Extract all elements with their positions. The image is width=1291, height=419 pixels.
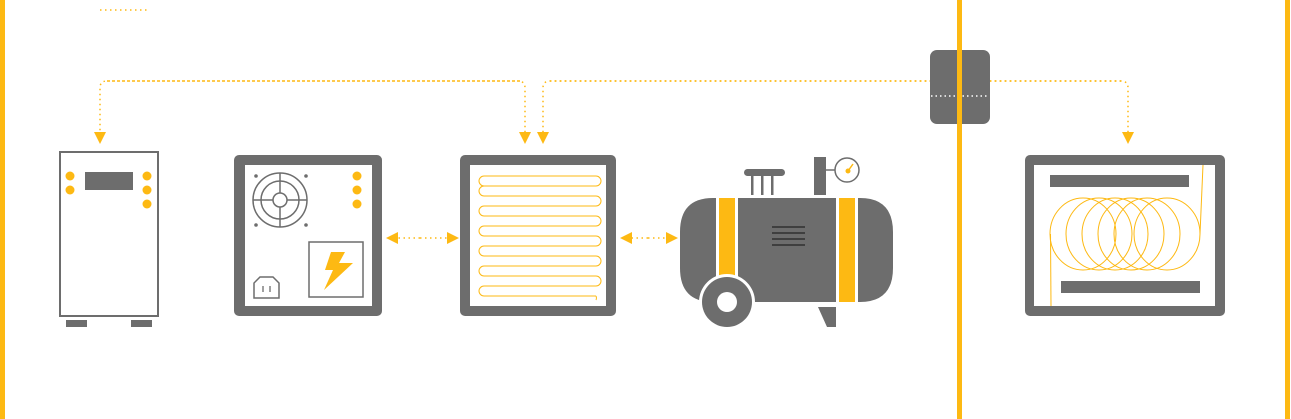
- induction-coil-panel-icon: [1025, 155, 1225, 316]
- heating-element-icon: [478, 175, 602, 297]
- server-cabinet-icon: [59, 151, 159, 327]
- connection-to-heater-a: [107, 80, 531, 144]
- power-supply-icon: [234, 155, 382, 316]
- divider-bar-left: [0, 0, 5, 419]
- heater-panel-icon: [460, 155, 616, 316]
- connection-to-coil-panel: [550, 80, 1134, 144]
- lightning-bolt-icon: [324, 252, 353, 290]
- air-compressor-icon: [680, 157, 893, 330]
- divider-bar-right: [1285, 0, 1290, 419]
- divider-bar-middle: [957, 0, 962, 419]
- connection-to-heater-b: [537, 80, 1121, 144]
- connection-to-cabinet: [94, 80, 520, 144]
- power-socket-icon: [253, 276, 280, 299]
- fan-icon: [252, 172, 308, 228]
